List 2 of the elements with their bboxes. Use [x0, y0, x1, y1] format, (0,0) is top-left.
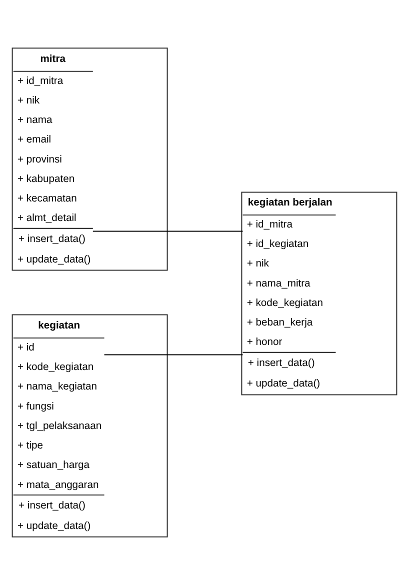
connector	[104, 354, 243, 355]
connector	[92, 230, 243, 232]
